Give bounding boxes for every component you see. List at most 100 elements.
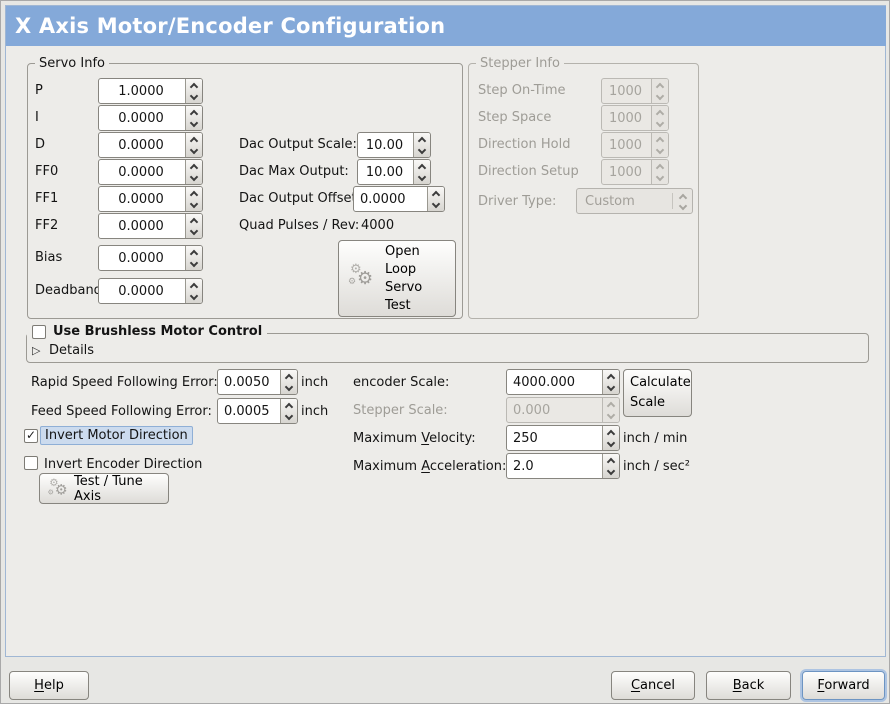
spinner-buttons[interactable] xyxy=(185,160,202,184)
maximum-acceleration-spinbox[interactable]: 2.0 xyxy=(506,453,620,479)
step-space-spinbox: 1000 xyxy=(601,105,669,131)
spinner-buttons xyxy=(651,160,668,184)
encoder-scale-value[interactable]: 4000.000 xyxy=(513,374,576,390)
details-expander-icon[interactable]: ▷ xyxy=(32,344,41,357)
spinner-buttons[interactable] xyxy=(602,370,619,394)
spin-up-icon[interactable] xyxy=(603,370,619,382)
spinner-buttons[interactable] xyxy=(185,133,202,157)
spin-up-icon[interactable] xyxy=(603,426,619,438)
check-icon: ✓ xyxy=(25,428,37,442)
spinner-buttons[interactable] xyxy=(602,426,619,450)
p-value[interactable]: 1.0000 xyxy=(118,83,164,99)
spinner-buttons[interactable] xyxy=(185,187,202,211)
spin-down-icon[interactable] xyxy=(428,199,444,211)
ff2-spinbox[interactable]: 0.0000 xyxy=(98,213,203,239)
ff0-spinbox[interactable]: 0.0000 xyxy=(98,159,203,185)
dac-output-offset-value[interactable]: 0.0000 xyxy=(360,191,406,207)
spinner-buttons[interactable] xyxy=(280,370,297,394)
d-value[interactable]: 0.0000 xyxy=(118,137,164,153)
spin-up-icon[interactable] xyxy=(186,133,202,145)
test-tune-axis-button[interactable]: ⚙ ⚙ ⚙ Test / Tune Axis xyxy=(39,473,169,504)
feed-speed-following-error-spinbox[interactable]: 0.0005 xyxy=(217,398,298,424)
spin-down-icon[interactable] xyxy=(186,199,202,211)
spin-down-icon[interactable] xyxy=(186,291,202,303)
invert-motor-direction-checkbox[interactable]: ✓ xyxy=(24,429,38,443)
open-loop-servo-test-button[interactable]: ⚙ ⚙ ⚙ Open Loop Servo Test xyxy=(338,240,456,317)
spin-down-icon[interactable] xyxy=(603,466,619,478)
spin-down-icon[interactable] xyxy=(186,172,202,184)
spinner-buttons[interactable] xyxy=(185,79,202,103)
i-spinbox[interactable]: 0.0000 xyxy=(98,105,203,131)
spinner-buttons[interactable] xyxy=(185,246,202,270)
details-expander-label[interactable]: Details xyxy=(49,343,95,358)
spin-down-icon[interactable] xyxy=(186,118,202,130)
encoder-scale-spinbox[interactable]: 4000.000 xyxy=(506,369,620,395)
d-spinbox[interactable]: 0.0000 xyxy=(98,132,203,158)
spin-up-icon[interactable] xyxy=(414,133,430,145)
invert-encoder-direction-label[interactable]: Invert Encoder Direction xyxy=(44,457,203,472)
dac-output-scale-spinbox[interactable]: 10.00 xyxy=(357,132,431,158)
bias-value[interactable]: 0.0000 xyxy=(118,250,164,266)
spin-down-icon[interactable] xyxy=(186,91,202,103)
use-brushless-checkbox[interactable] xyxy=(32,324,46,339)
spin-up-icon[interactable] xyxy=(603,454,619,466)
i-value[interactable]: 0.0000 xyxy=(118,110,164,126)
spin-down-icon[interactable] xyxy=(603,382,619,394)
spin-up-icon[interactable] xyxy=(186,279,202,291)
ff0-value[interactable]: 0.0000 xyxy=(118,164,164,180)
ff0-label: FF0 xyxy=(35,164,59,179)
maximum-acceleration-value[interactable]: 2.0 xyxy=(513,458,534,474)
spinner-buttons[interactable] xyxy=(280,399,297,423)
spin-up-icon[interactable] xyxy=(414,160,430,172)
spin-up-icon[interactable] xyxy=(428,187,444,199)
maximum-velocity-value[interactable]: 250 xyxy=(513,430,538,446)
ff1-value[interactable]: 0.0000 xyxy=(118,191,164,207)
cancel-button[interactable]: Cancel xyxy=(611,671,695,700)
spin-up-icon[interactable] xyxy=(281,399,297,411)
spin-up-icon[interactable] xyxy=(186,214,202,226)
rapid-speed-value[interactable]: 0.0050 xyxy=(224,374,270,390)
spinner-buttons[interactable] xyxy=(602,454,619,478)
spin-down-icon[interactable] xyxy=(603,438,619,450)
ff2-value[interactable]: 0.0000 xyxy=(118,218,164,234)
invert-encoder-direction-checkbox[interactable] xyxy=(24,456,38,470)
deadband-spinbox[interactable]: 0.0000 xyxy=(98,278,203,304)
spin-up-icon[interactable] xyxy=(281,370,297,382)
back-button[interactable]: Back xyxy=(706,671,791,700)
spin-up-icon[interactable] xyxy=(186,187,202,199)
forward-button[interactable]: Forward xyxy=(802,671,885,700)
dac-max-output-spinbox[interactable]: 10.00 xyxy=(357,159,431,185)
spin-up-icon[interactable] xyxy=(186,160,202,172)
dac-output-offset-spinbox[interactable]: 0.0000 xyxy=(353,186,445,212)
feed-speed-value[interactable]: 0.0005 xyxy=(224,403,270,419)
spin-down-icon[interactable] xyxy=(186,258,202,270)
spinner-buttons[interactable] xyxy=(427,187,444,211)
maximum-velocity-spinbox[interactable]: 250 xyxy=(506,425,620,451)
ff1-spinbox[interactable]: 0.0000 xyxy=(98,186,203,212)
spin-down-icon[interactable] xyxy=(281,382,297,394)
rapid-speed-following-error-spinbox[interactable]: 0.0050 xyxy=(217,369,298,395)
bias-spinbox[interactable]: 0.0000 xyxy=(98,245,203,271)
help-button[interactable]: Help xyxy=(9,671,89,700)
spin-down-icon[interactable] xyxy=(414,145,430,157)
spinner-buttons[interactable] xyxy=(185,214,202,238)
spinner-buttons[interactable] xyxy=(413,133,430,157)
invert-motor-direction-label[interactable]: Invert Motor Direction xyxy=(40,426,193,445)
spin-down-icon[interactable] xyxy=(414,172,430,184)
spin-down-icon[interactable] xyxy=(281,411,297,423)
spin-down-icon[interactable] xyxy=(186,145,202,157)
spinner-buttons[interactable] xyxy=(185,106,202,130)
spinner-buttons[interactable] xyxy=(185,279,202,303)
spinner-buttons xyxy=(651,133,668,157)
spin-up-icon[interactable] xyxy=(186,246,202,258)
spin-up-icon[interactable] xyxy=(186,106,202,118)
stepper-info-frame-label: Stepper Info xyxy=(476,55,564,72)
dac-output-scale-value[interactable]: 10.00 xyxy=(365,137,404,153)
p-spinbox[interactable]: 1.0000 xyxy=(98,78,203,104)
dac-max-output-value[interactable]: 10.00 xyxy=(365,164,404,180)
deadband-value[interactable]: 0.0000 xyxy=(118,283,164,299)
spinner-buttons[interactable] xyxy=(413,160,430,184)
calculate-scale-button[interactable]: Calculate Scale xyxy=(623,369,692,417)
spin-up-icon[interactable] xyxy=(186,79,202,91)
spin-down-icon[interactable] xyxy=(186,226,202,238)
